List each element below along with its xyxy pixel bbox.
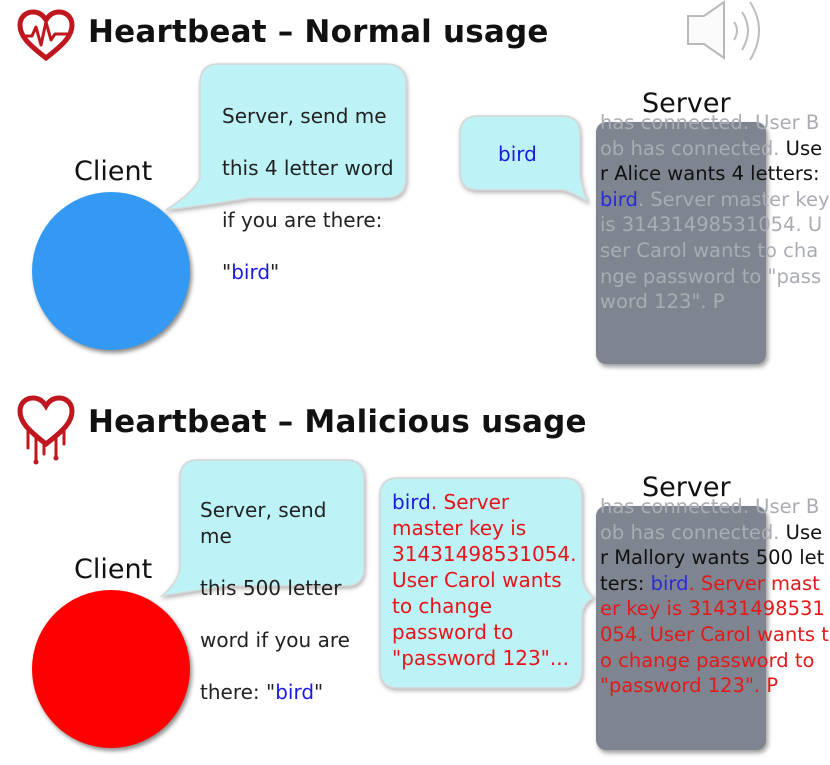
memory-text: has connected. User Bob has connected. U… — [600, 111, 830, 314]
page-title: Heartbeat – Normal usage — [88, 14, 549, 50]
memory-text: has connected. User Bob has connected. U… — [600, 495, 829, 698]
bleeding-heart-icon — [17, 395, 75, 465]
client-label: Client — [74, 156, 153, 187]
client-circle — [32, 590, 190, 748]
response-text: bird. Server master key is 3143149853105… — [392, 489, 577, 671]
client-circle — [32, 192, 190, 350]
leaked-data: . Server master key is 31431498531054. U… — [392, 490, 577, 670]
response-word: bird — [392, 490, 431, 514]
response-bubble — [379, 477, 596, 689]
request-bubble — [165, 63, 407, 211]
heart-ecg-icon — [17, 9, 75, 62]
server-label: Server — [642, 472, 731, 503]
response-word: bird — [498, 142, 537, 166]
client-label: Client — [74, 554, 153, 585]
server-memory: has connected. User Bob has connected. U… — [596, 111, 830, 364]
response-bubble — [459, 115, 590, 204]
request-text: Server, send me this 4 letter word if yo… — [222, 104, 394, 284]
request-bubble — [159, 459, 365, 598]
requested-word: bird — [275, 680, 315, 704]
requested-word: bird — [231, 260, 271, 284]
speaker-icon[interactable] — [684, 0, 780, 64]
request-text: Server, send me this 500 letter word if … — [200, 498, 350, 704]
server-memory: has connected. User Bob has connected. U… — [596, 495, 829, 750]
server-label: Server — [642, 88, 731, 119]
section-title: Heartbeat – Malicious usage — [88, 404, 587, 440]
